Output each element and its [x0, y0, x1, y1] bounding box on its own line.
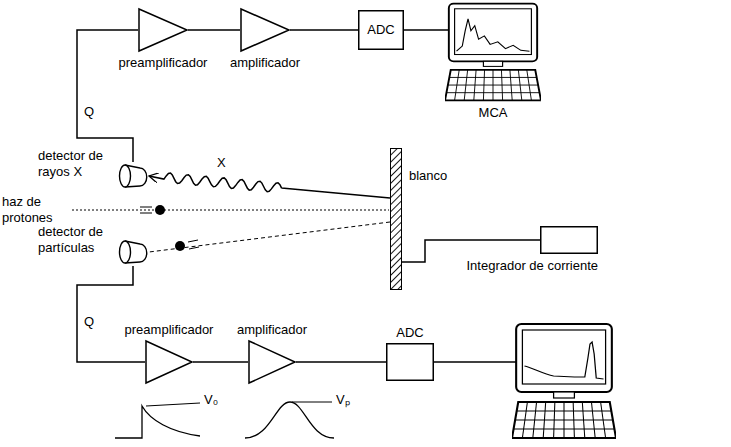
- particle-path: [149, 222, 390, 252]
- shaped-pulse: [245, 402, 334, 438]
- preamplifier: preamplificador: [138, 8, 188, 52]
- proton: [140, 205, 165, 215]
- preamp-pulse: [115, 406, 200, 438]
- node-label: ADC: [367, 22, 394, 38]
- node-label: preamplificador: [125, 322, 214, 338]
- mca-computer: MCA: [445, 2, 541, 102]
- computer-icon: [512, 324, 616, 438]
- charge-label: Q: [84, 314, 94, 330]
- beam-label: haz de protones: [2, 194, 68, 225]
- particle-detector: detector de partículas: [118, 238, 148, 266]
- node-label: MCA: [479, 105, 508, 121]
- amplifier: amplificador: [240, 8, 290, 52]
- signal-wire: [193, 361, 248, 363]
- signal-label: Vₚ: [336, 392, 350, 408]
- adc-box-shape: [386, 343, 434, 381]
- scattered-particle: [175, 240, 199, 251]
- preamplifier-shape: [145, 340, 193, 384]
- preamplifier: preamplificador: [145, 340, 193, 384]
- node-label: preamplificador: [119, 55, 208, 71]
- signal-wire: [404, 29, 449, 31]
- wire: [434, 361, 516, 363]
- xray-path: [149, 173, 390, 198]
- amplifier: amplificador: [248, 340, 296, 384]
- mca-computer-shape: [445, 2, 541, 102]
- signal-wire: [77, 266, 145, 362]
- node-label: Integrador de corriente: [466, 258, 598, 274]
- node-label: amplificador: [237, 322, 307, 338]
- xray-detector: detector de rayos X: [118, 162, 148, 190]
- amplifier-shape: [248, 340, 296, 384]
- node-label: detector de rayos X: [38, 148, 114, 179]
- node-label: detector de partículas: [38, 224, 114, 255]
- signal-wire: [296, 361, 386, 363]
- node-label: blanco: [409, 168, 447, 184]
- preamplifier-shape: [138, 8, 188, 52]
- signal-wire: [77, 30, 138, 162]
- target-shape: [390, 148, 402, 290]
- signal-wire: [188, 29, 240, 31]
- node-label: ADC: [396, 325, 423, 341]
- node-label: amplificador: [230, 55, 300, 71]
- signal-wire: [290, 29, 358, 31]
- target: blanco: [390, 148, 402, 290]
- adc-box: ADC: [386, 343, 434, 381]
- beam-line: [72, 210, 389, 211]
- current-integrator: Integrador de corriente: [540, 226, 598, 254]
- xray-detector-shape: [118, 162, 148, 190]
- charge-label: Q: [84, 104, 94, 120]
- adc-box: ADC: [358, 10, 404, 50]
- edge-label: X: [215, 156, 228, 170]
- leader-line: [292, 402, 332, 403]
- current-integrator-shape: [540, 226, 598, 254]
- signal-label: V₀: [204, 392, 218, 408]
- leader-line: [146, 403, 200, 406]
- amplifier-shape: [240, 8, 290, 52]
- particle-detector-shape: [118, 238, 148, 266]
